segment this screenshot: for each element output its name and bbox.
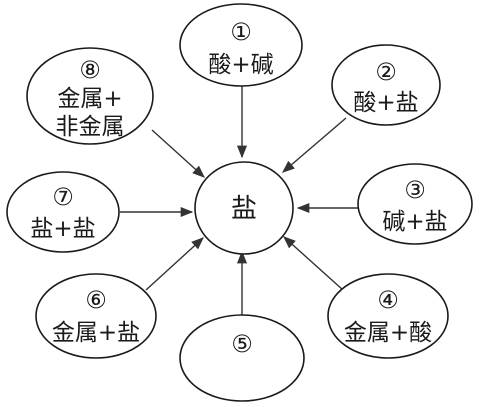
node-7: ⑦ 盐+盐 <box>6 171 120 253</box>
node-number: ⑦ <box>52 183 74 211</box>
center-node: 盐 <box>194 161 294 255</box>
node-label: 金属+盐 <box>52 320 140 346</box>
node-label: 金属+ <box>57 86 122 112</box>
node-5: ⑤ <box>179 314 305 402</box>
node-label: 碱+盐 <box>382 209 447 235</box>
node-label: 金属+酸 <box>344 320 432 346</box>
node-number: ⑥ <box>85 286 107 314</box>
node-1: ① 酸+碱 <box>179 3 303 87</box>
node-number: ① <box>230 18 252 46</box>
node-8: ⑧ 金属+ 非金属 <box>26 47 154 145</box>
node-number: ④ <box>377 286 399 314</box>
node-3: ③ 碱+盐 <box>357 163 473 245</box>
node-label: 酸+盐 <box>353 90 418 116</box>
arrow-2 <box>282 117 347 173</box>
node-label: 盐+盐 <box>30 216 95 242</box>
node-number: ③ <box>404 176 426 204</box>
arrow-4 <box>283 236 344 291</box>
node-6: ⑥ 金属+盐 <box>35 273 157 359</box>
node-label: 非金属 <box>56 114 125 140</box>
arrow-6 <box>145 237 204 291</box>
node-number: ② <box>375 58 397 86</box>
arrow-8 <box>151 129 205 178</box>
node-number: ⑧ <box>79 56 101 84</box>
node-2: ② 酸+盐 <box>331 44 441 126</box>
node-label: 酸+碱 <box>208 52 273 78</box>
node-number: ⑤ <box>231 330 253 358</box>
node-4: ④ 金属+酸 <box>327 273 449 359</box>
center-label: 盐 <box>231 194 257 224</box>
